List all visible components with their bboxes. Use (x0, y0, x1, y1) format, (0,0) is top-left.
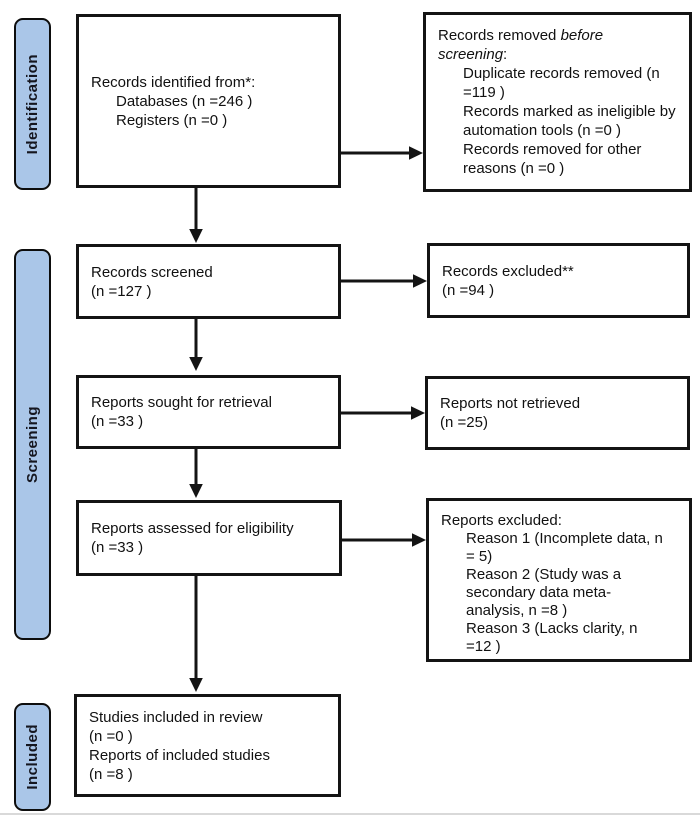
box-line: Records marked as ineligible by automati… (463, 103, 676, 139)
box-line: (n =127 ) (91, 282, 152, 300)
stage-label-screening: Screening (24, 405, 41, 484)
flow-box-reports-assessed: Reports assessed for eligibility (n =33 … (76, 500, 342, 576)
box-line: Records screened (91, 263, 213, 281)
box-line: Records excluded** (442, 262, 574, 280)
box-line: (n =8 ) (89, 765, 133, 783)
stage-label-included: Included (24, 724, 41, 790)
flow-box-reports-sought: Reports sought for retrieval (n =33 ) (76, 375, 341, 449)
arrow-assessed-to-included (189, 576, 203, 692)
box-line: (n =25) (440, 414, 488, 431)
stage-pill-identification: Identification (14, 18, 51, 190)
italic-phrase: before screening (438, 27, 604, 63)
arrow-sought-to-assessed (189, 449, 203, 498)
box-line: Reports of included studies (89, 746, 270, 764)
box-line: Reason 2 (Study was a secondary data met… (466, 566, 622, 619)
stage-pill-included: Included (14, 703, 51, 811)
flow-box-reports-not-retrieved: Reports not retrieved (n =25) (425, 376, 690, 450)
box-line: Reports not retrieved (440, 395, 581, 412)
box-line: (n =33 ) (91, 539, 144, 556)
flow-box-studies-included: Studies included in review (n =0 ) Repor… (74, 694, 341, 797)
box-line: Duplicate records removed (n =119 ) (463, 65, 660, 101)
box-title: Records removed before screening: (438, 27, 604, 63)
stage-pill-screening: Screening (14, 249, 51, 640)
box-line: Reason 3 (Lacks clarity, n =12 ) (466, 620, 638, 655)
box-line: Reports assessed for eligibility (91, 520, 294, 537)
box-line: Databases (n =246 ) (116, 92, 253, 110)
arrow-identified-to-removed (341, 146, 423, 160)
box-line: (n =94 ) (442, 281, 495, 299)
box-line: (n =33 ) (91, 413, 144, 430)
arrow-sought-to-not-retrieved (341, 406, 425, 420)
box-line: Records removed for other reasons (n =0 … (463, 141, 642, 177)
box-line: (n =0 ) (89, 727, 133, 745)
stage-label-identification: Identification (24, 53, 41, 155)
flow-box-records-removed: Records removed before screening: Duplic… (423, 12, 692, 192)
flow-box-records-excluded: Records excluded** (n =94 ) (427, 243, 690, 318)
flow-box-records-screened: Records screened (n =127 ) (76, 244, 341, 319)
arrow-identified-to-screened (189, 188, 203, 243)
flow-box-records-identified: Records identified from*: Databases (n =… (76, 14, 341, 188)
box-line: Registers (n =0 ) (116, 111, 228, 129)
box-line: Reason 1 (Incomplete data, n = 5) (466, 530, 663, 565)
arrow-screened-to-excluded (341, 274, 427, 288)
box-title: Records identified from*: (91, 73, 256, 91)
page-divider (0, 813, 700, 815)
box-title: Reports excluded: (441, 512, 562, 529)
arrow-screened-to-sought (189, 319, 203, 371)
flow-box-reports-excluded: Reports excluded: Reason 1 (Incomplete d… (426, 498, 692, 662)
box-line: Reports sought for retrieval (91, 394, 272, 411)
box-line: Studies included in review (89, 708, 263, 726)
arrow-assessed-to-reports-excluded (342, 533, 426, 547)
